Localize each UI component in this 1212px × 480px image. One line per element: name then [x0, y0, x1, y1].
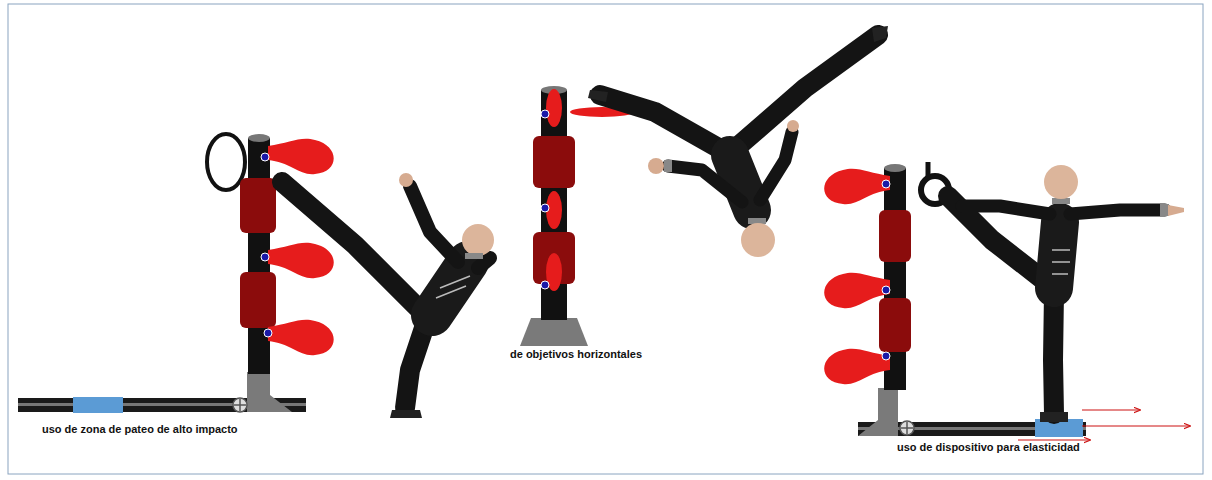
motion-arrow [1082, 410, 1140, 411]
pivot-dot [882, 180, 890, 188]
arm [760, 132, 792, 200]
jacket-buttons [436, 276, 470, 298]
arm [1070, 210, 1165, 214]
arm [410, 186, 458, 262]
pole [248, 138, 270, 374]
ring-holder [926, 162, 931, 178]
pad [879, 298, 911, 352]
target [824, 273, 890, 308]
hinge [233, 398, 247, 412]
pivot-dot [882, 286, 890, 294]
pole-base [858, 388, 898, 436]
pad [240, 272, 276, 328]
leg [1053, 292, 1054, 414]
cuff [1160, 204, 1169, 216]
pad [240, 178, 276, 233]
hinge [900, 421, 914, 435]
pole-cap [884, 164, 906, 172]
jacket-buttons [1052, 250, 1070, 274]
shoe [872, 26, 888, 42]
target [268, 320, 334, 355]
hand [648, 158, 664, 174]
collar [465, 253, 483, 259]
pole [541, 90, 567, 320]
pivot-dot [261, 253, 269, 261]
head [462, 224, 494, 256]
pivot-dot [264, 329, 272, 337]
motion-arrow [1082, 426, 1190, 427]
arm [478, 258, 490, 268]
arm [668, 166, 742, 202]
pad [879, 210, 911, 262]
target [268, 139, 334, 174]
arm [962, 206, 1050, 214]
shoe [588, 90, 608, 102]
pivot-dot [541, 281, 549, 289]
target [546, 89, 562, 127]
leg [600, 95, 722, 150]
pivot-dot [541, 204, 549, 212]
cuff [664, 160, 672, 172]
pole-base [520, 318, 588, 346]
leg [282, 182, 428, 318]
target [824, 169, 890, 204]
hinge-cross [234, 399, 246, 411]
torso [432, 262, 468, 315]
hinge-cross [901, 422, 913, 434]
pad [533, 136, 575, 188]
shoe [1040, 412, 1068, 422]
ring [207, 134, 245, 190]
pole-base [247, 372, 292, 412]
head [741, 223, 775, 257]
target [268, 243, 334, 278]
leg [405, 325, 425, 408]
motion-arrow [1018, 440, 1090, 441]
frame [8, 4, 1203, 474]
shoe [390, 410, 422, 418]
fist [399, 173, 413, 187]
caption-label: de objetivos horizontales [510, 348, 642, 360]
pivot-dot [261, 153, 269, 161]
hand [1168, 205, 1184, 216]
hand [787, 120, 799, 132]
torso [1054, 222, 1060, 288]
pivot-dot [882, 352, 890, 360]
head [1044, 165, 1078, 199]
impact-zone [73, 397, 123, 413]
caption-label: uso de dispositivo para elasticidad [897, 441, 1080, 453]
pivot-dot [541, 110, 549, 118]
leg [736, 35, 878, 148]
pole-cap [248, 134, 270, 142]
caption-label: uso de zona de pateo de alto impacto [42, 423, 238, 435]
target [824, 349, 890, 384]
